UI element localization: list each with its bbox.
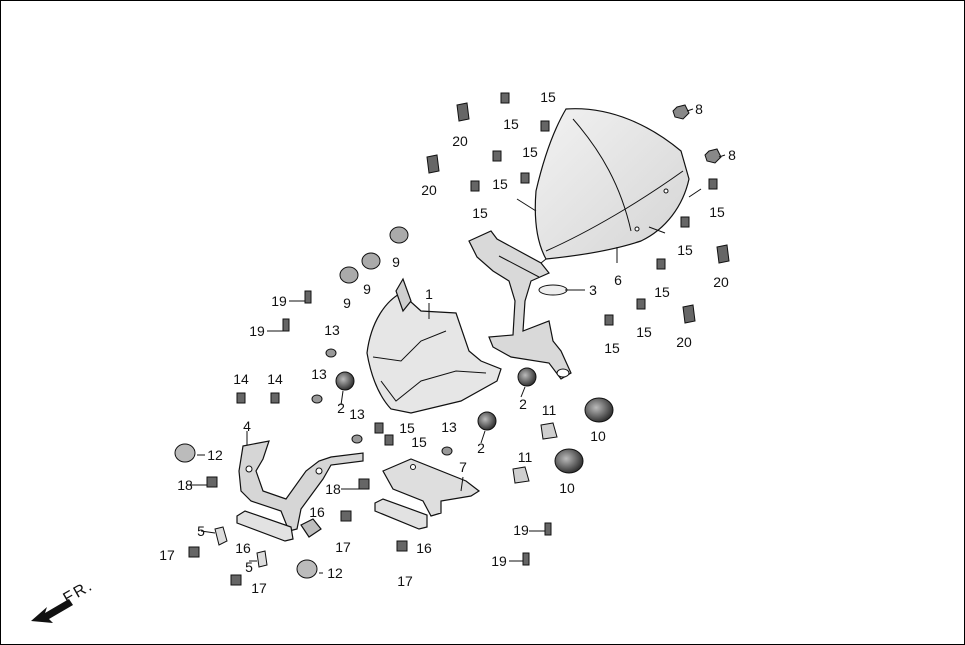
callout-c9c: 9 bbox=[343, 295, 351, 311]
callout-c20a: 20 bbox=[452, 133, 468, 149]
callout-c9a: 9 bbox=[392, 254, 400, 270]
callout-c15l: 15 bbox=[411, 434, 427, 450]
callout-c2a: 2 bbox=[337, 400, 345, 416]
callout-c3: 3 bbox=[589, 282, 597, 298]
callout-c19a: 19 bbox=[271, 293, 287, 309]
callout-c16b: 16 bbox=[309, 504, 325, 520]
callout-c12a: 12 bbox=[207, 447, 223, 463]
callout-c17c: 17 bbox=[335, 539, 351, 555]
plate-parts bbox=[236, 498, 428, 542]
callout-c15a: 15 bbox=[503, 116, 519, 132]
callout-c13a: 13 bbox=[324, 322, 340, 338]
callout-c15e: 15 bbox=[472, 205, 488, 221]
callout-c10a: 10 bbox=[590, 428, 606, 444]
callout-c6: 6 bbox=[614, 272, 622, 288]
left-mount-bracket-part bbox=[238, 440, 364, 532]
callout-c19d: 19 bbox=[491, 553, 507, 569]
callout-c14b: 14 bbox=[267, 371, 283, 387]
callout-c11a: 11 bbox=[542, 402, 557, 418]
callout-c2b: 2 bbox=[519, 396, 527, 412]
callout-c2c: 2 bbox=[477, 440, 485, 456]
callout-c10b: 10 bbox=[559, 480, 575, 496]
callout-c9b: 9 bbox=[363, 281, 371, 297]
callout-c8b: 8 bbox=[728, 147, 736, 163]
callout-c18b: 18 bbox=[325, 481, 341, 497]
callout-c15f: 15 bbox=[709, 204, 725, 220]
callout-c1: 1 bbox=[425, 286, 433, 302]
callout-c15b: 15 bbox=[540, 89, 556, 105]
upper-bracket-part bbox=[468, 230, 572, 380]
callout-c19c: 19 bbox=[513, 522, 529, 538]
callout-c15d: 15 bbox=[522, 144, 538, 160]
callout-c13b: 13 bbox=[311, 366, 327, 382]
callout-c16c: 16 bbox=[416, 540, 432, 556]
leader-lines bbox=[187, 108, 726, 574]
callout-c20c: 20 bbox=[713, 274, 729, 290]
callout-c17d: 17 bbox=[397, 573, 413, 589]
screw-parts bbox=[188, 92, 730, 586]
callout-c17a: 17 bbox=[159, 547, 175, 563]
front-direction-arrow: FR. bbox=[31, 577, 97, 623]
callout-c14a: 14 bbox=[233, 371, 249, 387]
callout-c15g: 15 bbox=[677, 242, 693, 258]
callout-c15j: 15 bbox=[604, 340, 620, 356]
callout-c15i: 15 bbox=[636, 324, 652, 340]
callout-c12b: 12 bbox=[327, 565, 343, 581]
front-cowl-part bbox=[366, 277, 502, 414]
callout-c17b: 17 bbox=[251, 580, 267, 596]
callout-c19b: 19 bbox=[249, 323, 265, 339]
callout-c16a: 16 bbox=[235, 540, 251, 556]
clip-and-washer-parts bbox=[214, 348, 558, 568]
rubber-grommets bbox=[335, 226, 614, 474]
callout-c5a: 5 bbox=[197, 523, 205, 539]
callout-c13c: 13 bbox=[349, 406, 365, 422]
nut-parts bbox=[174, 104, 722, 579]
callout-c20d: 20 bbox=[676, 334, 692, 350]
front-direction-label: FR. bbox=[61, 577, 97, 608]
callout-c7: 7 bbox=[459, 459, 467, 475]
callout-c4: 4 bbox=[243, 418, 251, 434]
callout-c11b: 11 bbox=[518, 449, 533, 465]
callout-c20b: 20 bbox=[421, 182, 437, 198]
callout-c15k: 15 bbox=[399, 420, 415, 436]
callout-c13d: 13 bbox=[441, 419, 457, 435]
lower-bracket-plate-part bbox=[382, 458, 481, 517]
callout-c8a: 8 bbox=[695, 101, 703, 117]
callout-c18a: 18 bbox=[177, 477, 193, 493]
callout-c15h: 15 bbox=[654, 284, 670, 300]
callout-c15c: 15 bbox=[492, 176, 508, 192]
windscreen-part bbox=[534, 108, 690, 260]
callout-c5b: 5 bbox=[245, 559, 253, 575]
